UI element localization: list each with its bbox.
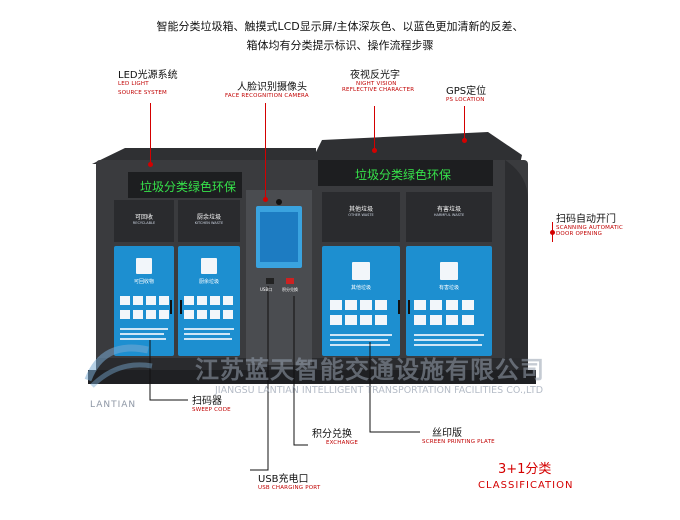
bin3-plate-text: 其他垃圾 OTHER WASTE [348, 206, 374, 217]
bin4-panel-label: 有害垃圾 [438, 285, 459, 291]
classification-cn: 3+1分类 [498, 462, 552, 477]
usb-leader [250, 286, 269, 471]
left-sign-text: 垃圾分类绿色环保 [140, 180, 237, 194]
led-dot [148, 162, 153, 167]
scanner-label: 扫码器 SWEEP CODE [192, 396, 231, 413]
header-line-2: 箱体均有分类提示标识、操作流程步骤 [246, 39, 434, 52]
left-sign-board [128, 172, 242, 198]
camera-label: 人脸识别摄像头 FACE RECOGNITION CAMERA [225, 82, 309, 99]
exchange-button [286, 278, 294, 284]
exchange-label: 积分兑换 EXCHANGE [312, 429, 359, 446]
exchange-button-label: 积分兑换 [282, 287, 298, 292]
header-line-1: 智能分类垃圾箱、触摸式LCD显示屏/主体深灰色、以蓝色更加清新的反差、 [156, 20, 524, 33]
right-sign-text: 垃圾分类绿色环保 [355, 168, 452, 182]
gps-label: GPS定位 PS LOCATION [446, 86, 487, 103]
night-label: 夜视反光字 NIGHT VISION REFLECTIVE CHARACTER [342, 70, 415, 93]
led-leader [150, 103, 151, 165]
scan-open-dot [550, 230, 555, 235]
night-leader [374, 106, 375, 150]
watermark-company-en: JIANGSU LANTIAN INTELLIGENT TRANSPORTATI… [215, 385, 544, 396]
classification-en: CLASSIFICATION [478, 480, 574, 491]
exchange-leader [293, 296, 308, 446]
night-dot [372, 148, 377, 153]
screen-print-label: 丝印版 SCREEN PRINTING PLATE [422, 428, 495, 445]
gps-dot [462, 138, 467, 143]
camera-leader [265, 103, 266, 200]
lantian-logo-icon [84, 344, 153, 388]
face-camera [276, 199, 282, 205]
right-sign-board [318, 160, 493, 186]
screen-print-leader [369, 342, 420, 433]
cabinet-plinth [88, 370, 536, 384]
bin4-plate-text: 有害垃圾 HARMFUL WASTE [433, 206, 465, 217]
usb-label: USB充电口 USB CHARGING PORT [258, 474, 321, 491]
bin2-plate-text: 厨余垃圾 KITCHEN WASTE [194, 214, 224, 225]
bin1-plate-text: 可回收 RECYCLABLE [132, 214, 156, 225]
bin4-plate [406, 192, 492, 242]
bin1-panel-label: 可回收物 [133, 279, 154, 285]
bin3-panel-label: 其他垃圾 [350, 285, 371, 291]
watermark-logo-text: LANTIAN [90, 400, 137, 410]
bin3-plate [322, 192, 400, 242]
scanner-leader [149, 340, 188, 401]
watermark-company-cn: 江苏蓝天智能交通设施有限公司 [195, 356, 545, 384]
scan-open-label: 扫码自动开门 SCANNING AUTOMATIC DOOR OPENING [556, 214, 624, 237]
usb-port [266, 278, 274, 284]
gps-leader [464, 106, 465, 140]
bin2-panel-label: 厨余垃圾 [198, 279, 219, 285]
camera-dot [263, 197, 268, 202]
bin2-plate [178, 200, 240, 242]
right-canopy [310, 132, 522, 164]
bin1-plate [114, 200, 174, 242]
usb-port-label: USB口 [260, 287, 273, 292]
led-label: LED光源系统 LED LIGHT SOURCE SYSTEM [118, 70, 178, 96]
